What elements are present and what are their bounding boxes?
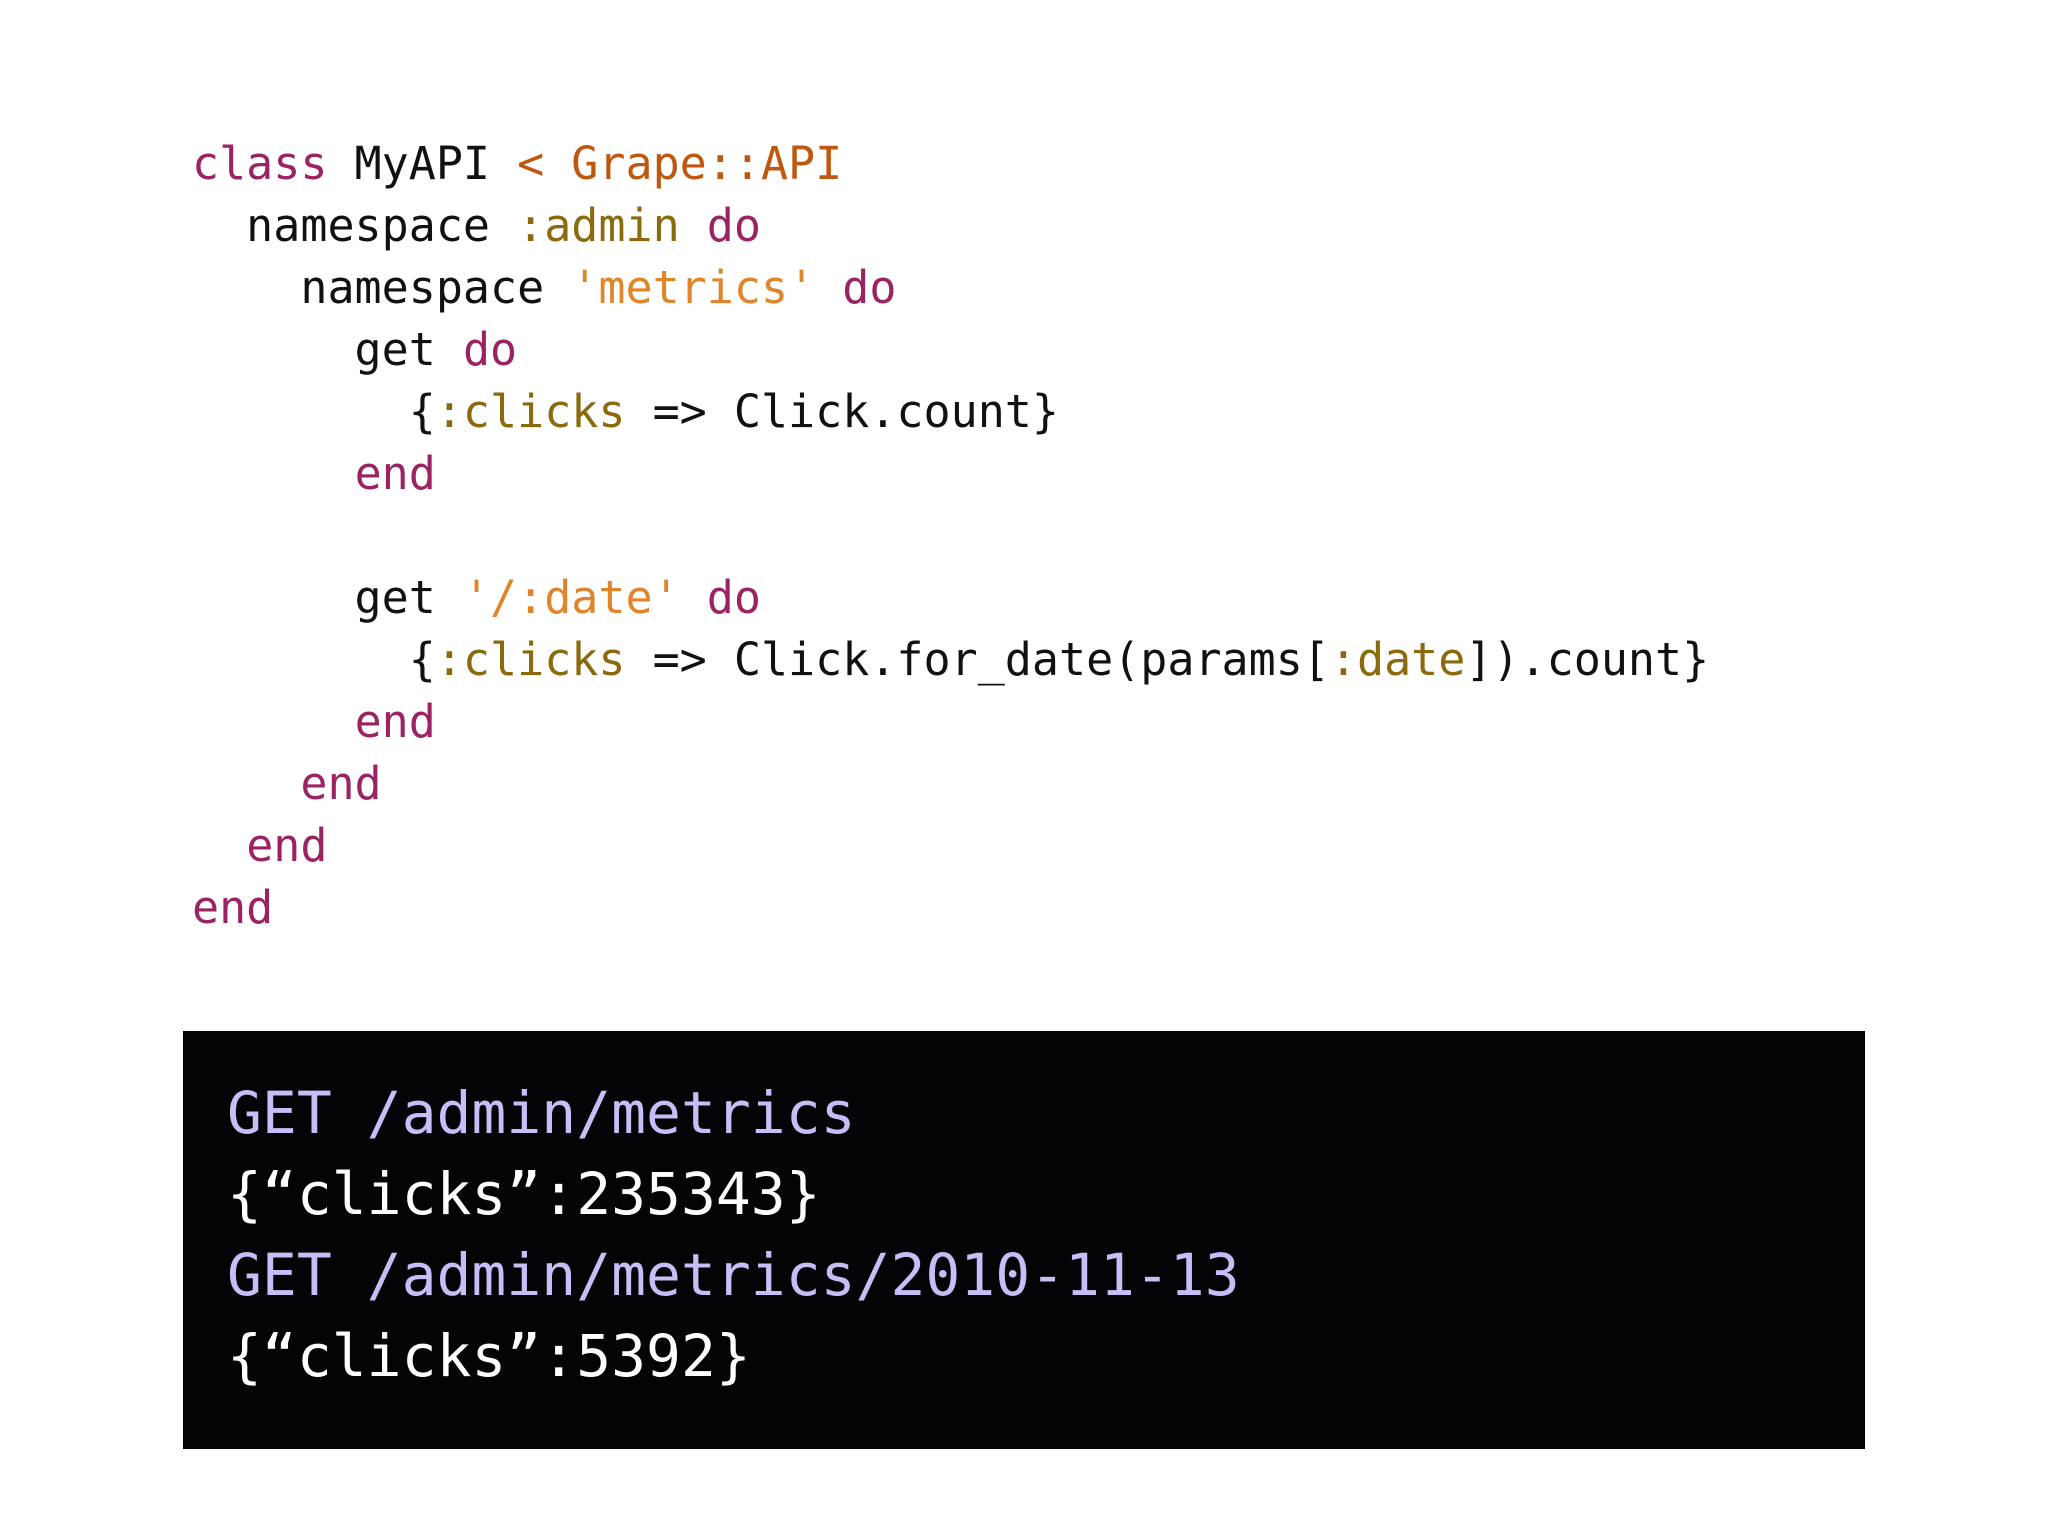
code-token: 'metrics' [571, 261, 816, 314]
code-line: class MyAPI < Grape::API [192, 133, 1709, 195]
terminal-request-line: GET /admin/metrics/2010-11-13 [227, 1241, 1240, 1309]
code-token: end [354, 695, 436, 748]
code-token [192, 757, 300, 810]
code-token: get [192, 323, 463, 376]
code-token: do [706, 199, 761, 252]
code-token: do [462, 323, 518, 376]
code-token: { [192, 385, 436, 438]
code-line: get '/:date' do [192, 567, 1709, 629]
code-line: namespace :admin do [192, 195, 1709, 257]
terminal-response-line: {“clicks”:5392} [227, 1322, 751, 1390]
code-token: => Click.for_date(params[ [625, 633, 1330, 686]
code-token [680, 571, 707, 624]
code-line: get do [192, 319, 1709, 381]
code-token [192, 447, 355, 500]
code-token: :clicks [435, 385, 626, 438]
code-token: { [192, 633, 436, 686]
code-line: end [192, 443, 1709, 505]
terminal-output-panel: GET /admin/metrics {“clicks”:235343} GET /… [183, 1031, 1865, 1449]
code-token: MyAPI [327, 137, 518, 190]
code-token: ]).count} [1465, 633, 1710, 686]
code-line [192, 505, 1709, 567]
code-token: get [192, 571, 463, 624]
terminal-lines: GET /admin/metrics {“clicks”:235343} GET /… [227, 1073, 1240, 1397]
code-line: namespace 'metrics' do [192, 257, 1709, 319]
code-token: < Grape::API [517, 137, 843, 190]
code-token: => Click.count} [625, 385, 1059, 438]
code-token: end [246, 819, 328, 872]
code-line: end [192, 815, 1709, 877]
code-token: namespace [192, 199, 518, 252]
code-line: {:clicks => Click.for_date(params[:date]… [192, 629, 1709, 691]
code-token: '/:date' [462, 571, 680, 624]
terminal-request-line: GET /admin/metrics [227, 1079, 856, 1147]
code-token: end [300, 757, 382, 810]
code-token: end [192, 881, 274, 934]
code-token [815, 261, 842, 314]
code-token: :date [1329, 633, 1466, 686]
code-line: {:clicks => Click.count} [192, 381, 1709, 443]
code-token: namespace [192, 261, 572, 314]
code-token [192, 695, 355, 748]
code-token [680, 199, 707, 252]
code-token: do [706, 571, 761, 624]
ruby-code-block: class MyAPI < Grape::API namespace :admi… [192, 133, 1709, 939]
code-line: end [192, 691, 1709, 753]
code-token [192, 819, 246, 872]
code-token: :admin [517, 199, 680, 252]
code-line: end [192, 753, 1709, 815]
code-token: :clicks [435, 633, 626, 686]
code-token: class [192, 137, 328, 190]
code-token: end [354, 447, 436, 500]
code-token: do [842, 261, 897, 314]
terminal-response-line: {“clicks”:235343} [227, 1160, 821, 1228]
code-line: end [192, 877, 1709, 939]
